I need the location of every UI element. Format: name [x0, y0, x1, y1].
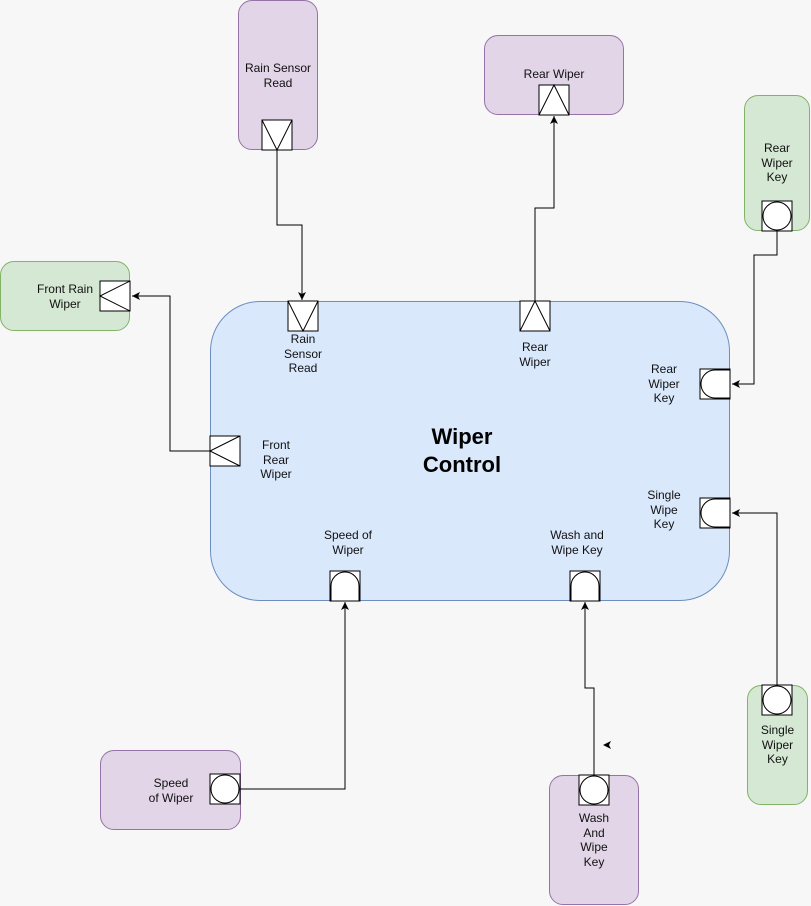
port-label-rear-wiper: Rear Wiper	[519, 340, 551, 369]
rain-sensor-read-block-label: Rain Sensor Read	[244, 61, 312, 90]
port-single-wiper-key-source	[761, 684, 793, 716]
connector-speed-of-wiper	[240, 602, 349, 790]
wash-and-wipe-key-block-label: Wash And Wipe Key	[578, 811, 610, 869]
port-label-front-rear-wiper: Front Rear Wiper	[260, 438, 292, 481]
connector-rear-wiper-key	[732, 231, 778, 388]
port-single-wipe-key-receiver	[699, 497, 731, 529]
connector-rear-wiper	[534, 116, 558, 301]
port-rear-wiper-in	[538, 83, 570, 116]
port-rear-wiper-out	[519, 299, 551, 332]
port-wash-and-wipe-key-source	[578, 774, 610, 806]
port-speed-of-wiper-receiver	[329, 570, 361, 602]
port-rear-wiper-key-receiver	[699, 368, 731, 400]
port-label-speed-of-wiper: Speed of Wiper	[323, 528, 373, 557]
port-rain-sensor-read-out	[261, 119, 293, 152]
port-speed-of-wiper-source	[209, 773, 241, 805]
speed-of-wiper-block-label: Speed of Wiper	[148, 776, 194, 805]
rear-wiper-key-block-label: Rear Wiper Key	[761, 141, 793, 184]
single-wiper-key-block-label: Single Wiper Key	[760, 723, 795, 766]
port-wash-and-wipe-key-receiver	[569, 570, 601, 602]
front-rain-wiper-block-label: Front Rain Wiper	[36, 282, 94, 311]
port-label-rain-sensor-read: Rain Sensor Read	[283, 332, 323, 375]
port-label-single-wipe-key: Single Wipe Key	[647, 488, 681, 531]
port-front-rain-wiper-in	[98, 280, 131, 312]
connector-front-rain-wiper	[132, 292, 210, 452]
port-label-wash-and-wipe-key: Wash and Wipe Key	[550, 528, 604, 557]
connector-rain-sensor-read	[276, 150, 306, 300]
port-front-rear-wiper-out	[208, 435, 241, 467]
mouse-cursor-icon	[603, 741, 611, 749]
wiper-control-block[interactable]	[210, 301, 730, 601]
port-label-rear-wiper-key: Rear Wiper Key	[648, 362, 680, 405]
wiper-control-title: Wiper Control	[422, 424, 502, 477]
connector-wash-and-wipe-key	[581, 602, 595, 775]
connector-single-wiper-key	[732, 509, 778, 685]
port-rear-wiper-key-source	[761, 200, 793, 232]
rear-wiper-block-label: Rear Wiper	[523, 67, 585, 81]
port-rain-sensor-read-in	[287, 300, 319, 333]
